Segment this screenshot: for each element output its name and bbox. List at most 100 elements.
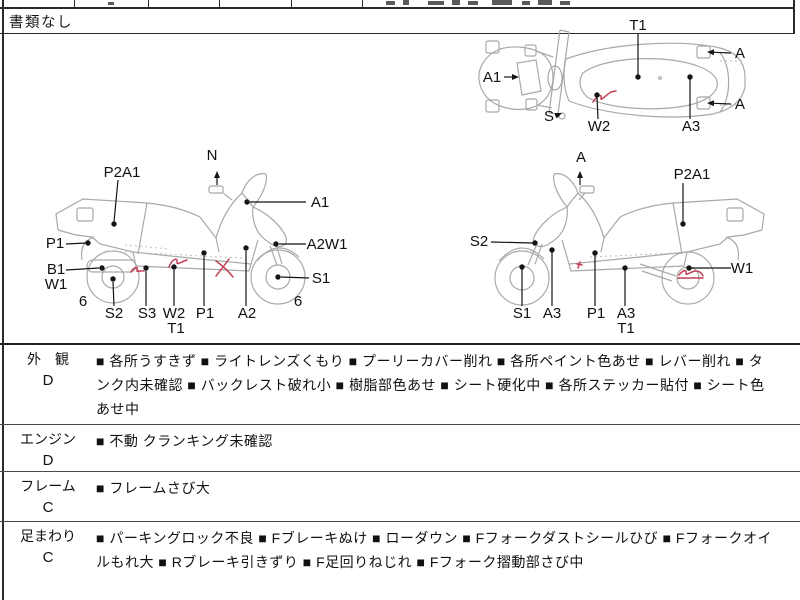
defect-point-dot (680, 221, 686, 227)
defect-code-label: S2 (105, 305, 123, 322)
defect-mark (215, 258, 234, 278)
defect-point-dot (532, 240, 538, 246)
section-name: 外 観 (27, 351, 69, 367)
defect-code-label: S1 (513, 305, 531, 322)
defect-mark (130, 266, 145, 273)
arrow-line (713, 102, 732, 105)
defect-code-label: P2A1 (104, 164, 141, 181)
defect-mark (168, 258, 188, 268)
defect-code-label: W2 (163, 305, 186, 322)
defect-code-label: S2 (470, 233, 488, 250)
defect-items-text: ■ パーキングロック不良 ■ Fブレーキぬけ ■ ローダウン ■ Fフォークダス… (96, 530, 772, 570)
sheet-right-border (793, 0, 795, 34)
defect-point-dot (85, 240, 91, 246)
defect-point-dot (111, 221, 117, 227)
defect-code-label: A3 (682, 118, 700, 135)
defect-code-label: T1 (617, 320, 635, 337)
defect-point-dot (201, 250, 207, 256)
defect-point-dot (686, 265, 692, 271)
defect-items-text: ■ 不動 クランキング未確認 (96, 433, 273, 449)
section-grade: C (42, 549, 54, 566)
section-label: 外 観 D (0, 349, 96, 424)
scooter-right-view-outline (494, 173, 765, 306)
defect-point-dot (275, 274, 281, 280)
defect-code-label: A1 (311, 194, 329, 211)
scooter-top-view-diagram: T1A A A1S W2 A3 (478, 17, 746, 135)
arrowhead-icon (214, 171, 220, 178)
section-name: フレーム (20, 478, 76, 494)
defect-point-dot (592, 250, 598, 256)
header-cell-divider (362, 0, 363, 7)
defect-point-dot (519, 264, 525, 270)
defect-code-label: W1 (731, 260, 754, 277)
section-grade: D (42, 372, 54, 389)
defect-code-label: W1 (45, 276, 68, 293)
leader-line (280, 276, 310, 279)
defect-items-text: ■ フレームさび大 (96, 480, 211, 496)
defect-point-dot (687, 74, 693, 80)
defect-code-label: A (735, 96, 745, 113)
defect-code-label: T1 (167, 320, 185, 337)
defect-code-label: A3 (617, 305, 635, 322)
scooter-left-view-outline (55, 173, 306, 305)
section-grade: C (42, 499, 54, 516)
defect-code-label: P1 (587, 305, 605, 322)
arrowhead-icon (707, 100, 715, 107)
defect-point-dot (622, 265, 628, 271)
arrowhead-icon (577, 171, 583, 178)
defect-code-label: A2 (238, 305, 256, 322)
defect-code-label: A (735, 45, 745, 62)
leader-line (490, 241, 534, 244)
defect-code-label: 6 (294, 293, 302, 310)
defect-code-label: N (207, 147, 218, 164)
leader-line (65, 242, 87, 245)
defect-code-label: W2 (588, 118, 611, 135)
section-name: エンジン (20, 431, 76, 447)
defect-point-dot (171, 264, 177, 270)
header-cell-divider (74, 0, 75, 7)
defect-point-dot (143, 265, 149, 271)
defect-code-label: S (544, 108, 554, 125)
arrowhead-icon (707, 49, 715, 56)
defect-mark (576, 261, 583, 269)
inspection-row-1: 外 観 D ■ 各所うすきず ■ ライトレンズくもり ■ プーリーカバー削れ ■ 各… (0, 345, 800, 425)
defect-point-dot (110, 276, 116, 282)
defect-code-label: P1 (46, 235, 64, 252)
leader-line (596, 96, 599, 120)
defect-mark (677, 269, 704, 279)
defect-point-dot (99, 265, 105, 271)
inspection-row-3: フレーム C ■ フレームさび大 (0, 472, 800, 522)
defect-code-label: A2W1 (307, 236, 348, 253)
header-cell-divider (291, 0, 292, 7)
header-cell-divider (148, 0, 149, 7)
section-label: 足まわり C (0, 526, 96, 600)
inspection-row-4: 足まわり C ■ パーキングロック不良 ■ Fブレーキぬけ ■ ローダウン ■ Fフ… (0, 522, 800, 600)
defect-code-label: A (576, 149, 586, 166)
defect-point-dot (244, 199, 250, 205)
header-row-bottom-border (0, 7, 795, 9)
defect-code-label: 6 (79, 293, 87, 310)
inspection-table: 外 観 D ■ 各所うすきず ■ ライトレンズくもり ■ プーリーカバー削れ ■ 各… (0, 343, 800, 600)
defect-items-text: ■ 各所うすきず ■ ライトレンズくもり ■ プーリーカバー削れ ■ 各所ペイン… (96, 353, 765, 417)
defect-point-dot (549, 247, 555, 253)
section-label: フレーム C (0, 476, 96, 521)
defect-code-label: A1 (483, 69, 501, 86)
leader-line (65, 267, 100, 271)
defect-code-label: S1 (312, 270, 330, 287)
section-name: 足まわり (20, 528, 76, 544)
defect-point-dot (594, 92, 600, 98)
sheet-left-border (2, 0, 4, 600)
scooter-top-view-outline (478, 29, 746, 120)
defect-code-label: A3 (543, 305, 561, 322)
leader-line (113, 179, 119, 223)
defect-code-label: S3 (138, 305, 156, 322)
defect-code-label: T1 (629, 17, 647, 34)
defect-code-label: B1 (47, 261, 65, 278)
doc-status-text: 書類なし (9, 15, 73, 31)
defect-code-label: P2A1 (674, 166, 711, 183)
